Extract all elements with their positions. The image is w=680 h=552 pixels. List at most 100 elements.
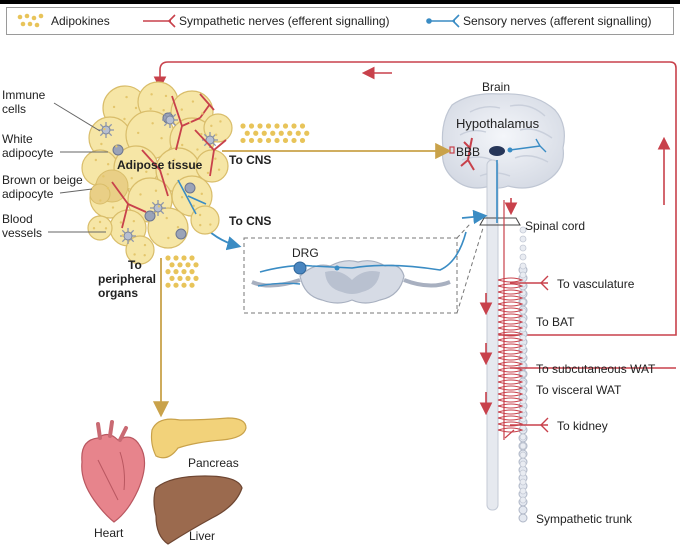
ganglion-bead	[519, 496, 527, 504]
adipokine-dot	[189, 282, 195, 288]
adipokine-dot	[253, 130, 259, 136]
lipid-dot	[180, 108, 183, 111]
adipokine-dot	[274, 123, 280, 129]
lipid-dot	[217, 168, 221, 171]
ganglion-bead	[519, 244, 527, 252]
legend-sensory: Sensory nerves (afferent signalling)	[463, 14, 652, 28]
ganglion-bead	[519, 379, 527, 387]
tissue-nerve	[199, 93, 215, 111]
adipokine-dot	[173, 282, 179, 288]
sympathetic-coil	[497, 331, 524, 337]
ganglion-bead	[519, 469, 527, 477]
adipocyte	[125, 235, 155, 265]
label-sympathetic-trunk: Sympathetic trunk	[536, 512, 633, 526]
lipid-dot	[111, 206, 115, 209]
lipid-dot	[157, 205, 161, 208]
tissue-nerve	[111, 181, 147, 229]
adipokine-dot	[165, 255, 171, 261]
brown-adipocyte	[89, 183, 111, 205]
lipid-dot	[173, 158, 176, 161]
label-liver: Liver	[189, 529, 216, 543]
adipokine-dot	[257, 137, 263, 144]
lipid-dot	[132, 219, 136, 223]
lipid-dot	[134, 106, 138, 110]
sympathetic-coil	[497, 313, 524, 319]
lipid-dot	[219, 120, 222, 123]
adipokine-dot	[304, 130, 310, 136]
lipid-dot	[112, 105, 116, 109]
lipid-dot	[119, 221, 123, 224]
lipid-dot	[167, 236, 170, 240]
ganglion-bead	[519, 415, 527, 423]
label-to-bat: To BAT	[536, 315, 575, 329]
label-bbb: BBB	[456, 145, 481, 159]
lipid-dot	[143, 253, 146, 257]
ganglion-bead	[519, 397, 527, 405]
adipokine-legend-icon	[17, 13, 44, 28]
adipokine-dot	[278, 130, 284, 136]
label-to-peripheral-organs: To peripheral organs	[98, 258, 157, 300]
lipid-dot	[103, 127, 106, 131]
sympathetic-coil	[497, 397, 524, 403]
lipid-dot	[143, 243, 147, 247]
tissue-nerve	[141, 149, 169, 197]
lipid-dot	[166, 172, 170, 176]
lipid-dot	[136, 131, 140, 135]
lipid-dot	[181, 143, 184, 147]
adipokine-dot	[165, 282, 171, 288]
ganglion-bead	[519, 226, 527, 234]
lipid-dot	[180, 196, 184, 199]
adipokine-dot	[274, 137, 280, 144]
adipokine-dot	[282, 123, 289, 129]
adipokine-dot	[295, 130, 301, 136]
label-spinal-cord: Spinal cord	[525, 219, 586, 233]
adipokine-dots	[165, 123, 310, 288]
sympathetic-coil	[497, 283, 524, 289]
ganglion-bead	[519, 460, 527, 468]
immune-cell	[150, 200, 166, 216]
adipokine-dot	[287, 130, 293, 136]
adipokine-dot	[291, 123, 297, 129]
lipid-dot	[106, 187, 110, 190]
drg-box	[243, 237, 458, 314]
label-to-cns-top: To CNS	[229, 153, 272, 167]
sympathetic-coil	[497, 427, 524, 433]
sympathetic-coil	[497, 355, 524, 361]
lipid-dot	[160, 136, 163, 140]
lipid-dot	[145, 170, 148, 173]
pancreas-illustration	[150, 417, 247, 459]
adipokine-dot	[265, 137, 272, 144]
adipokine-dot	[299, 137, 306, 144]
lipid-dot	[115, 145, 118, 148]
lipid-dot	[139, 193, 142, 196]
sympathetic-coil	[497, 403, 524, 409]
lipid-dot	[214, 157, 217, 160]
sympathetic-coil	[497, 361, 524, 367]
label-leaders	[48, 102, 108, 233]
label-to-subcutaneous-wat: To subcutaneous WAT	[536, 362, 656, 376]
ganglion-bead	[518, 505, 528, 515]
adipokine-dot	[173, 269, 179, 275]
brain-illustration	[441, 93, 565, 189]
adipokine-dot	[257, 123, 263, 129]
ganglion-bead	[518, 513, 528, 523]
ganglion-bead	[519, 343, 527, 351]
ganglion-bead	[519, 478, 527, 486]
lipid-dot	[149, 107, 152, 110]
lipid-dot	[191, 100, 195, 103]
sympathetic-coil	[497, 385, 524, 391]
adipokine-dot	[248, 123, 255, 129]
adipokine-dot	[265, 123, 272, 129]
adipokine-dot	[173, 255, 179, 261]
lipid-dot	[100, 142, 103, 146]
sympathetic-loop	[153, 61, 677, 336]
sympathetic-legend-icon	[143, 14, 176, 28]
sympathetic-coil	[497, 307, 524, 313]
sympathetic-trunk-chain	[518, 226, 528, 523]
ganglion-bead	[519, 262, 527, 270]
sympathetic-targets	[504, 275, 676, 439]
sympathetic-coil	[497, 409, 524, 415]
